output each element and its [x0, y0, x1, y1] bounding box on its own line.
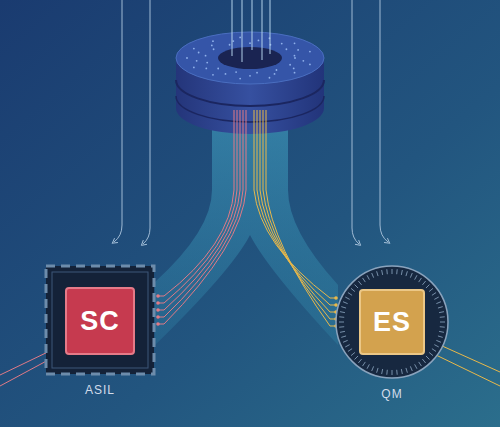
safety-chip: ASILSC	[45, 265, 155, 375]
level-label: QM	[381, 387, 402, 401]
data-cylinder	[176, 32, 324, 134]
qm-circle: QMES	[335, 265, 449, 379]
block-label: ES	[373, 307, 411, 338]
level-label: ASIL	[85, 383, 115, 397]
sc-block: SC	[65, 287, 135, 355]
block-label: SC	[80, 306, 120, 337]
incoming-streams	[232, 0, 270, 62]
cylinder-dots	[186, 37, 311, 80]
es-block: ES	[359, 289, 425, 355]
data-band	[155, 108, 338, 345]
